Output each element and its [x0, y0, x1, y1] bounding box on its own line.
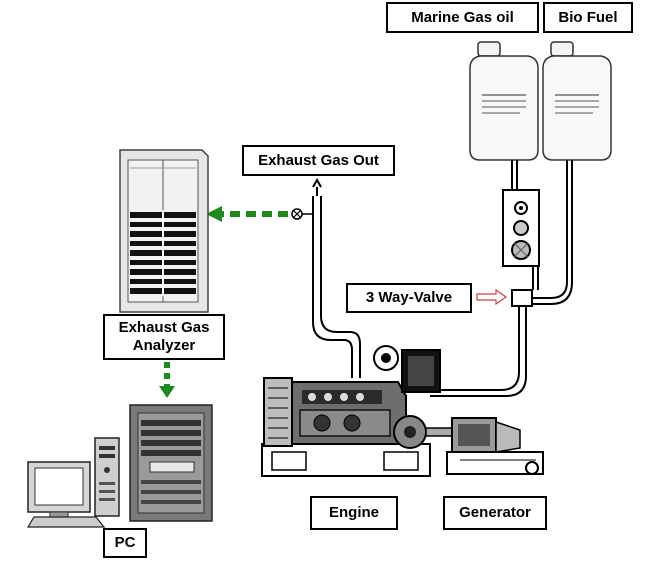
gas-analyzer-cabinet — [119, 149, 209, 313]
pc-tower — [129, 404, 213, 522]
fuel-lines — [511, 160, 573, 305]
bio-fuel-tank — [542, 41, 612, 161]
bio-fuel-label: Bio Fuel — [543, 2, 633, 33]
exhaust-gas-analyzer-label: Exhaust Gas Analyzer — [103, 314, 225, 360]
pc-label: PC — [103, 528, 147, 558]
engine-assembly — [261, 345, 453, 477]
data-flow-arrow — [159, 362, 175, 398]
pc-keyboard — [26, 516, 106, 528]
three-way-valve-label: 3 Way-Valve — [346, 283, 472, 313]
marine-gas-oil-label: Marine Gas oil — [386, 2, 539, 33]
exhaust-gas-out-label: Exhaust Gas Out — [242, 145, 395, 176]
engine-fuel-line — [430, 306, 520, 391]
sample-port-icon — [291, 208, 313, 220]
fuel-flow-meter — [502, 189, 540, 267]
sample-flow-arrow — [206, 206, 288, 222]
engine-label: Engine — [310, 496, 398, 530]
marine-gas-oil-tank — [469, 41, 539, 161]
generator-label: Generator — [443, 496, 547, 530]
pc-small-tower — [94, 437, 120, 517]
analyzer-label-line1: Exhaust Gas — [118, 319, 210, 336]
valve-pointer-arrow — [476, 288, 508, 306]
generator-unit — [446, 417, 544, 475]
three-way-valve-block — [511, 289, 533, 307]
analyzer-label-line2: Analyzer — [132, 337, 196, 354]
pc-monitor — [27, 461, 91, 518]
exhaust-pipe — [312, 177, 361, 378]
